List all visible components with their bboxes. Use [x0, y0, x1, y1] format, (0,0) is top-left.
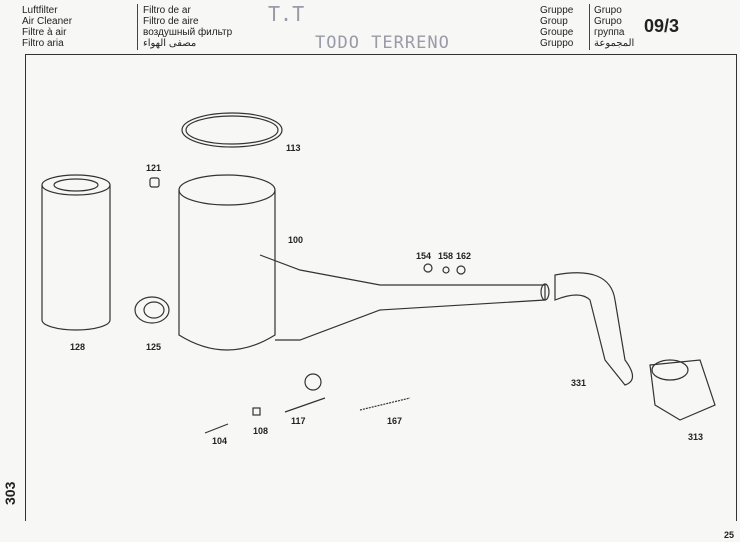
label-154: 154	[416, 251, 432, 261]
title-fr: Filtre à air	[22, 27, 67, 38]
cap-313	[649, 359, 716, 421]
group-en: Group	[540, 16, 568, 27]
filter-element-128	[41, 174, 111, 331]
title-ru: воздушный фильтр	[143, 27, 233, 38]
diagram-frame	[25, 54, 737, 521]
group-fr: Groupe	[540, 27, 574, 38]
label-104: 104	[212, 436, 228, 446]
group-number: 09/3	[644, 16, 680, 36]
label-117: 117	[291, 416, 306, 426]
group-it: Gruppo	[540, 38, 574, 49]
label-331: 331	[571, 378, 587, 388]
ring-113	[181, 112, 283, 148]
group-labels-right: Grupo Grupo группа المجموعة	[594, 5, 634, 49]
title-it: Filtro aria	[22, 38, 64, 49]
label-100: 100	[288, 235, 304, 245]
group-pt: Grupo	[594, 5, 622, 16]
divider	[137, 4, 138, 50]
small-parts	[204, 263, 466, 434]
label-121: 121	[146, 163, 162, 173]
title-languages-left: Luftfilter Air Cleaner Filtre à air Filt…	[22, 5, 72, 49]
label-125: 125	[146, 342, 162, 352]
title-en: Air Cleaner	[22, 16, 73, 27]
label-313: 313	[688, 432, 704, 442]
group-de: Gruppe	[540, 5, 574, 16]
housing-100	[178, 174, 550, 351]
page-number: 25	[723, 530, 734, 540]
seal-125	[134, 296, 170, 324]
cap-121	[149, 177, 160, 188]
label-162: 162	[456, 251, 472, 261]
group-ar: المجموعة	[594, 38, 635, 49]
title-es: Filtro de aire	[143, 16, 199, 27]
stamp-initials: T.T	[268, 2, 305, 26]
title-pt: Filtro de ar	[143, 5, 191, 16]
side-number: 303	[2, 481, 18, 505]
title-ar: مصفى الهواء	[143, 38, 197, 49]
title-de: Luftfilter	[22, 5, 58, 16]
label-158: 158	[438, 251, 454, 261]
group-ru: группа	[594, 27, 625, 38]
divider	[589, 4, 590, 50]
label-128: 128	[70, 342, 86, 352]
label-113: 113	[286, 143, 301, 153]
title-languages-right: Filtro de ar Filtro de aire воздушный фи…	[143, 5, 232, 49]
group-es: Grupo	[594, 16, 622, 27]
stamp-text: TODO TERRENO	[315, 33, 450, 53]
label-167: 167	[387, 416, 403, 426]
hose-331	[554, 272, 634, 386]
label-108: 108	[253, 426, 269, 436]
group-labels-left: Gruppe Group Groupe Gruppo	[540, 5, 573, 49]
